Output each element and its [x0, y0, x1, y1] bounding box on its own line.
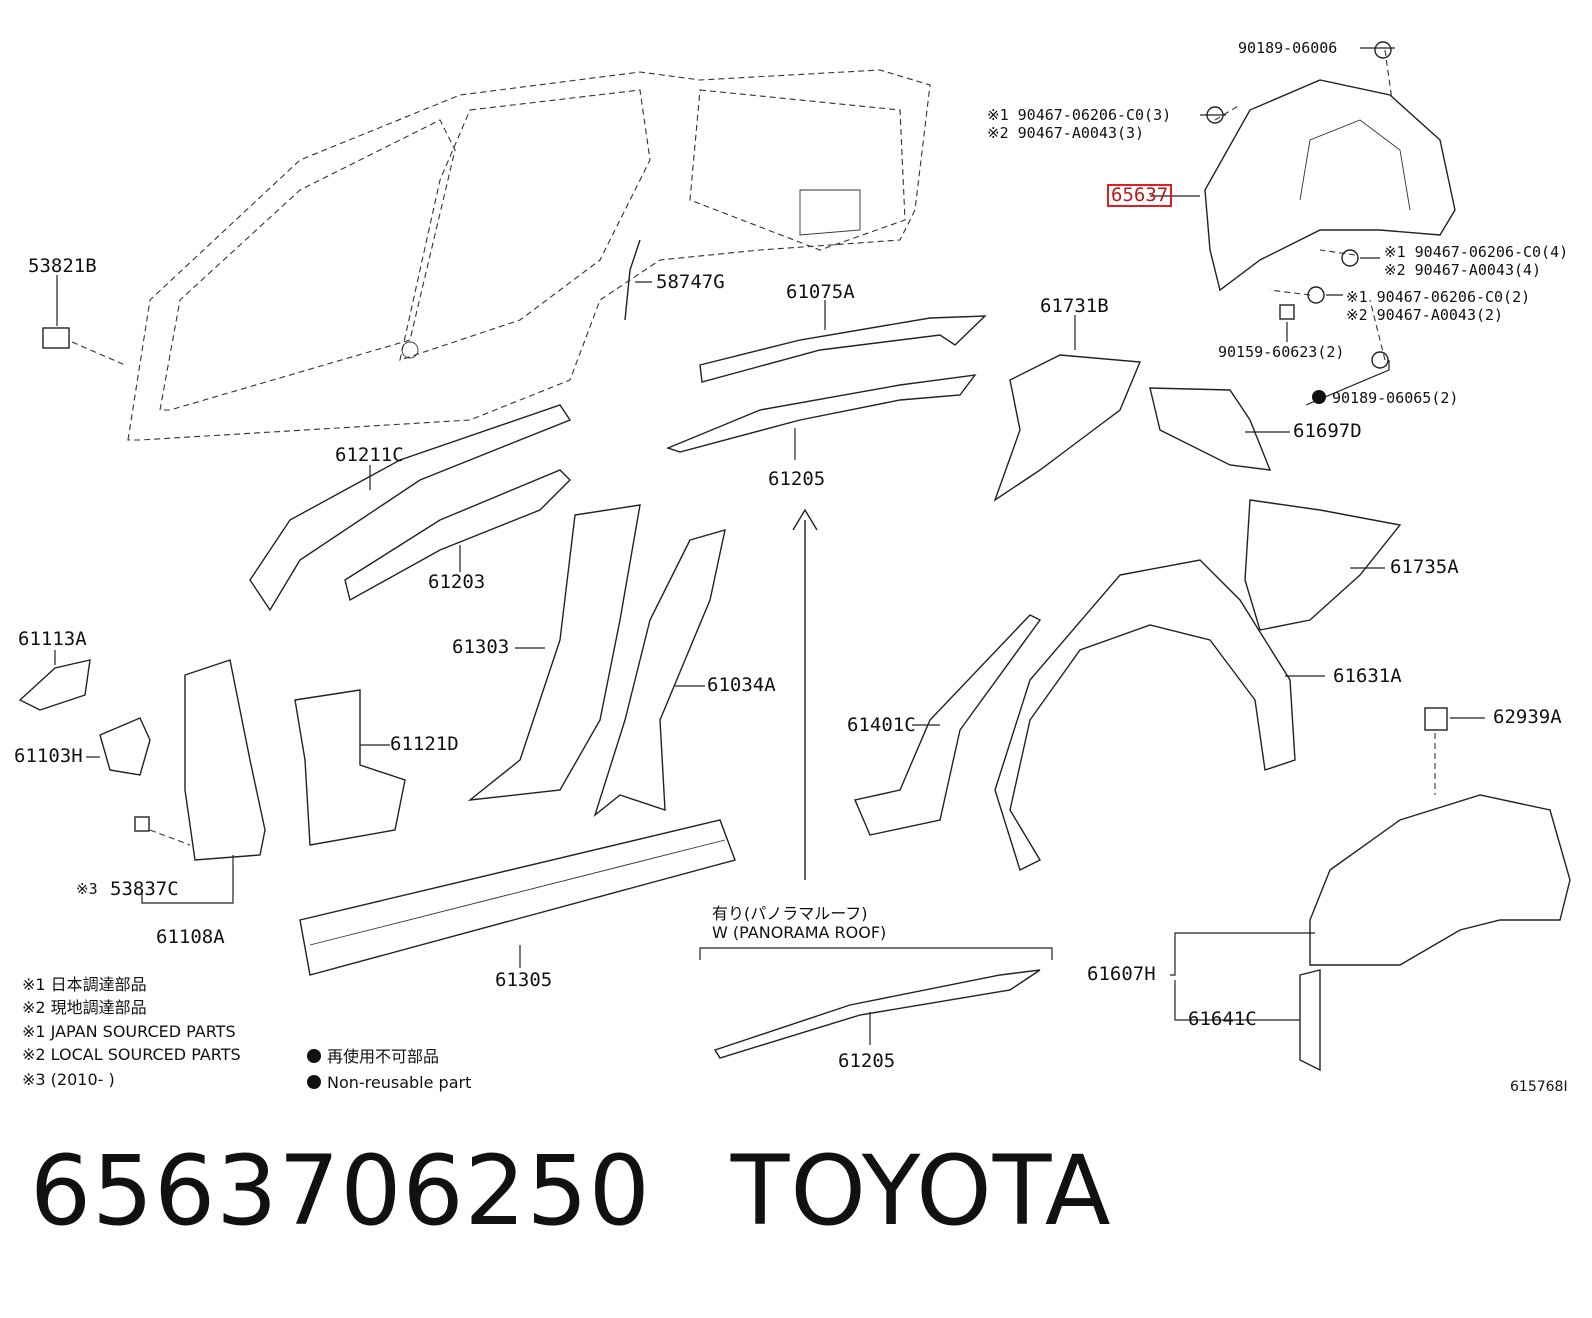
label-61113a: 61113A — [18, 628, 87, 650]
label-61731b: 61731B — [1040, 295, 1109, 317]
diagram-id: 615768I — [1510, 1079, 1568, 1095]
panorama-note-en: W (PANORAMA ROOF) — [712, 923, 887, 942]
label-65637-highlighted: 65637 — [1107, 184, 1173, 207]
legend-non-reusable-jp-text: 再使用不可部品 — [327, 1047, 440, 1066]
label-61075a: 61075A — [786, 281, 855, 303]
non-reusable-dot-icon — [1312, 390, 1326, 404]
clip-53821b — [42, 327, 70, 349]
roof-rail-panorama-61205 — [713, 969, 1041, 1059]
nut-90189-06006 — [1374, 41, 1392, 59]
panel-61401c — [854, 614, 1042, 836]
bracket-61113a — [18, 659, 91, 711]
label-fastener-lower-1: ※1 90467-06206-C0(2) — [1346, 288, 1531, 306]
body-side-outer-panel — [127, 69, 931, 441]
center-pillar-61303 — [467, 504, 641, 801]
legend-non-reusable-jp: 再使用不可部品 — [307, 1049, 439, 1065]
label-61641c: 61641C — [1188, 1008, 1257, 1030]
label-61303: 61303 — [452, 636, 510, 658]
bullet-dot-icon — [307, 1049, 321, 1063]
label-90189-06006: 90189-06006 — [1238, 39, 1338, 57]
legend-local-sourced-en: ※2 LOCAL SOURCED PARTS — [22, 1045, 241, 1064]
clip-90159 — [1279, 304, 1295, 320]
label-61034a: 61034A — [707, 674, 776, 696]
weatherstrip-58747g — [624, 239, 641, 321]
roof-rail-inner-61205 — [665, 374, 977, 453]
roof-rail-61075a — [699, 315, 987, 383]
legend-note-3: ※3 (2010- ) — [22, 1070, 115, 1089]
label-61121d: 61121D — [390, 733, 459, 755]
label-fastener-upper-1: ※1 90467-06206-C0(3) — [987, 106, 1172, 124]
fender-liner-65637 — [1204, 79, 1456, 292]
nut-mid — [1341, 249, 1359, 267]
parts-diagram — [18, 41, 1571, 1072]
pillar-61211c — [249, 404, 572, 612]
label-90189-06065: 90189-06065(2) — [1312, 390, 1458, 406]
label-61697d: 61697D — [1293, 420, 1362, 442]
label-fastener-upper-2: ※2 90467-A0043(3) — [987, 124, 1145, 142]
product-footer: 6563706250 TOYOTA — [30, 1135, 1112, 1247]
part-number: 6563706250 — [30, 1135, 651, 1247]
pad-62939a — [1424, 707, 1448, 731]
label-61203: 61203 — [428, 571, 486, 593]
label-62939a: 62939A — [1493, 706, 1562, 728]
rocker-61305 — [299, 819, 736, 976]
wheelhouse-61607h — [1309, 794, 1571, 966]
label-61305: 61305 — [495, 969, 553, 991]
label-61211c: 61211C — [335, 444, 404, 466]
panel-61121d — [294, 689, 406, 846]
wheel-arch-61631a — [994, 559, 1296, 871]
nut-lower — [1307, 286, 1325, 304]
clip-53837c — [134, 816, 150, 832]
legend-local-sourced-jp: ※2 現地調達部品 — [22, 998, 147, 1017]
label-53837c-mark: ※3 — [76, 880, 98, 898]
panel-61735a — [1244, 499, 1402, 631]
label-53837c: 53837C — [110, 878, 179, 900]
label-61108a: 61108A — [156, 926, 225, 948]
pillar-61108a — [184, 659, 266, 861]
panorama-note-jp: 有り(パノラマルーフ) — [712, 904, 868, 923]
label-61401c: 61401C — [847, 714, 916, 736]
label-fastener-mid-2: ※2 90467-A0043(4) — [1384, 261, 1542, 279]
label-61607h: 61607H — [1087, 963, 1156, 985]
extension-61641c — [1299, 969, 1321, 1072]
label-90159-60623: 90159-60623(2) — [1218, 343, 1345, 361]
label-61735a: 61735A — [1390, 556, 1459, 578]
legend-japan-sourced-en: ※1 JAPAN SOURCED PARTS — [22, 1022, 236, 1041]
legend-japan-sourced-jp: ※1 日本調達部品 — [22, 975, 147, 994]
label-58747g: 58747G — [656, 271, 725, 293]
clip-90189-06065 — [1371, 351, 1389, 369]
label-61205-bottom: 61205 — [838, 1050, 896, 1072]
label-61205-top: 61205 — [768, 468, 826, 490]
legend-non-reusable-en-text: Non-reusable part — [327, 1073, 472, 1092]
pillar-inner-61034a — [593, 529, 726, 817]
bracket-61697d — [1149, 387, 1272, 471]
label-fastener-lower-2: ※2 90467-A0043(2) — [1346, 306, 1504, 324]
quarter-inner-61731b — [993, 354, 1142, 502]
label-90189-06065-text: 90189-06065(2) — [1332, 389, 1459, 407]
label-53821b: 53821B — [28, 255, 97, 277]
label-61103h: 61103H — [14, 745, 83, 767]
bracket-61103h — [99, 717, 151, 776]
bullet-dot-icon — [307, 1075, 321, 1089]
reference-arrow — [792, 508, 818, 880]
label-fastener-mid-1: ※1 90467-06206-C0(4) — [1384, 243, 1569, 261]
label-61631a: 61631A — [1333, 665, 1402, 687]
legend-non-reusable-en: Non-reusable part — [307, 1075, 471, 1091]
reinforce-61203 — [344, 469, 571, 602]
brand-name: TOYOTA — [730, 1135, 1112, 1247]
